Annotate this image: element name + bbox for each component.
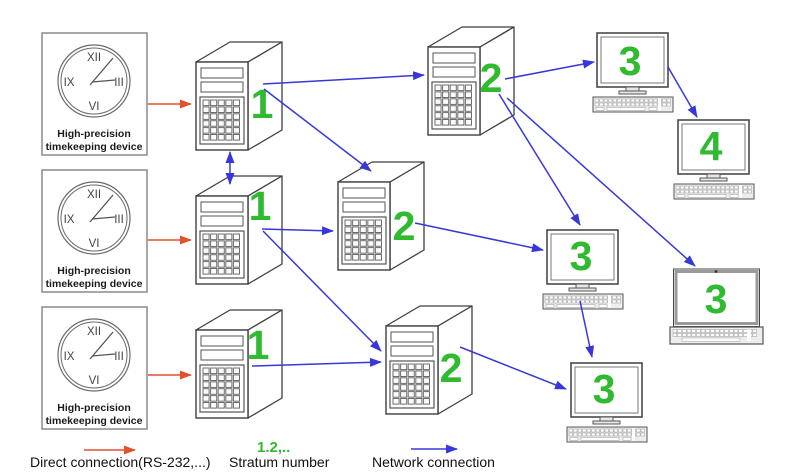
clock-numeral: IX <box>64 214 75 226</box>
clock-hour-hand <box>91 79 116 83</box>
network-connection-arrow <box>414 222 544 253</box>
stratum-3-laptop: 3 <box>669 268 764 345</box>
drive-bay <box>200 349 244 361</box>
stratum-2-server: 2 <box>337 161 425 271</box>
stratum-number: 1 <box>247 322 270 368</box>
clock-numeral: XII <box>87 326 101 338</box>
device-label-line: High-precision <box>57 128 131 140</box>
clock-face-icon <box>57 181 131 255</box>
drive-bay <box>432 52 476 64</box>
drive-bay <box>200 201 244 213</box>
device-label-line: High-precision <box>57 265 131 277</box>
device-box <box>41 32 148 156</box>
webcam-icon <box>714 270 718 273</box>
stratum-4-desktop: 4 <box>673 119 755 200</box>
clock-hour-hand <box>91 216 116 220</box>
stratum-number: 2 <box>480 55 503 101</box>
device-label-line: High-precision <box>57 402 131 414</box>
stratum-number: 2 <box>440 345 463 391</box>
clock-numeral: III <box>114 214 124 226</box>
network-connection-arrow <box>667 66 698 118</box>
stratum-number: 2 <box>393 203 416 249</box>
drive-bay <box>200 215 244 227</box>
device-label-line: timekeeping device <box>46 278 143 290</box>
stratum-number: 3 <box>570 233 593 279</box>
drive-bay <box>390 331 434 343</box>
network-connection-arrow <box>251 357 382 367</box>
monitor-stand <box>625 86 640 92</box>
device-label-line: timekeeping device <box>46 141 143 153</box>
stratum-2-server: 2 <box>427 26 515 136</box>
clock-numeral: VI <box>89 238 100 250</box>
clock-face-icon <box>57 318 131 392</box>
stratum-number: 3 <box>705 276 728 322</box>
clock-numeral: IX <box>64 351 75 363</box>
clock-numeral: III <box>114 77 124 89</box>
drive-bay <box>342 201 386 213</box>
clock-numeral: VI <box>89 375 100 387</box>
device-label-line: timekeeping device <box>46 415 143 427</box>
clock-numeral: XII <box>87 189 101 201</box>
network-connection-arrow <box>263 88 372 172</box>
drive-bay <box>432 66 476 78</box>
clock-minute-hand <box>89 331 114 360</box>
clock-face-icon <box>57 44 131 118</box>
legend-stratum-numbers: 1.2,.. <box>257 439 291 456</box>
clock-numeral: III <box>114 351 124 363</box>
network-connection-arrow <box>506 97 696 267</box>
stratum-1-server: 1 <box>195 309 283 419</box>
network-connection-arrow <box>262 230 382 352</box>
stratum-3-desktop: 3 <box>566 362 648 443</box>
network-connection-arrow <box>579 300 595 358</box>
stratum-number: 1 <box>249 183 272 229</box>
drive-bay <box>200 81 244 93</box>
monitor-stand <box>599 416 614 422</box>
monitor-stand <box>575 283 590 289</box>
clock-numeral: IX <box>64 77 75 89</box>
stratum-number: 4 <box>700 123 723 169</box>
drive-bay <box>390 345 434 357</box>
drive-bay <box>342 187 386 199</box>
drive-bay <box>200 335 244 347</box>
clock-minute-hand <box>89 57 114 86</box>
legend-network-label: Network connection <box>372 454 495 470</box>
network-connection-arrow <box>459 346 567 390</box>
monitor-stand <box>706 173 721 179</box>
stratum-3-desktop: 3 <box>542 229 624 310</box>
stratum-number: 1 <box>251 81 274 127</box>
network-connection-arrow <box>261 226 334 236</box>
clock-hour-hand <box>91 353 116 357</box>
stratum-3-desktop: 3 <box>592 32 674 113</box>
clock-numeral: VI <box>89 101 100 113</box>
stratum-1-server: 1 <box>195 41 283 151</box>
stratum-number: 3 <box>593 366 616 412</box>
stratum-number: 3 <box>619 38 642 84</box>
clock-numeral: XII <box>87 52 101 64</box>
device-box <box>41 169 148 293</box>
network-connection-arrow <box>498 93 581 226</box>
device-box <box>41 306 148 430</box>
stratum-2-server: 2 <box>385 305 473 415</box>
stratum-1-server: 1 <box>195 175 283 285</box>
legend-direct-label: Direct connection(RS-232,...) <box>30 454 211 470</box>
network-connection-arrow <box>504 59 595 80</box>
clock-minute-hand <box>89 194 114 223</box>
legend-stratum-label: Stratum number <box>229 454 330 470</box>
drive-bay <box>200 67 244 79</box>
network-connection-arrow <box>262 71 425 85</box>
